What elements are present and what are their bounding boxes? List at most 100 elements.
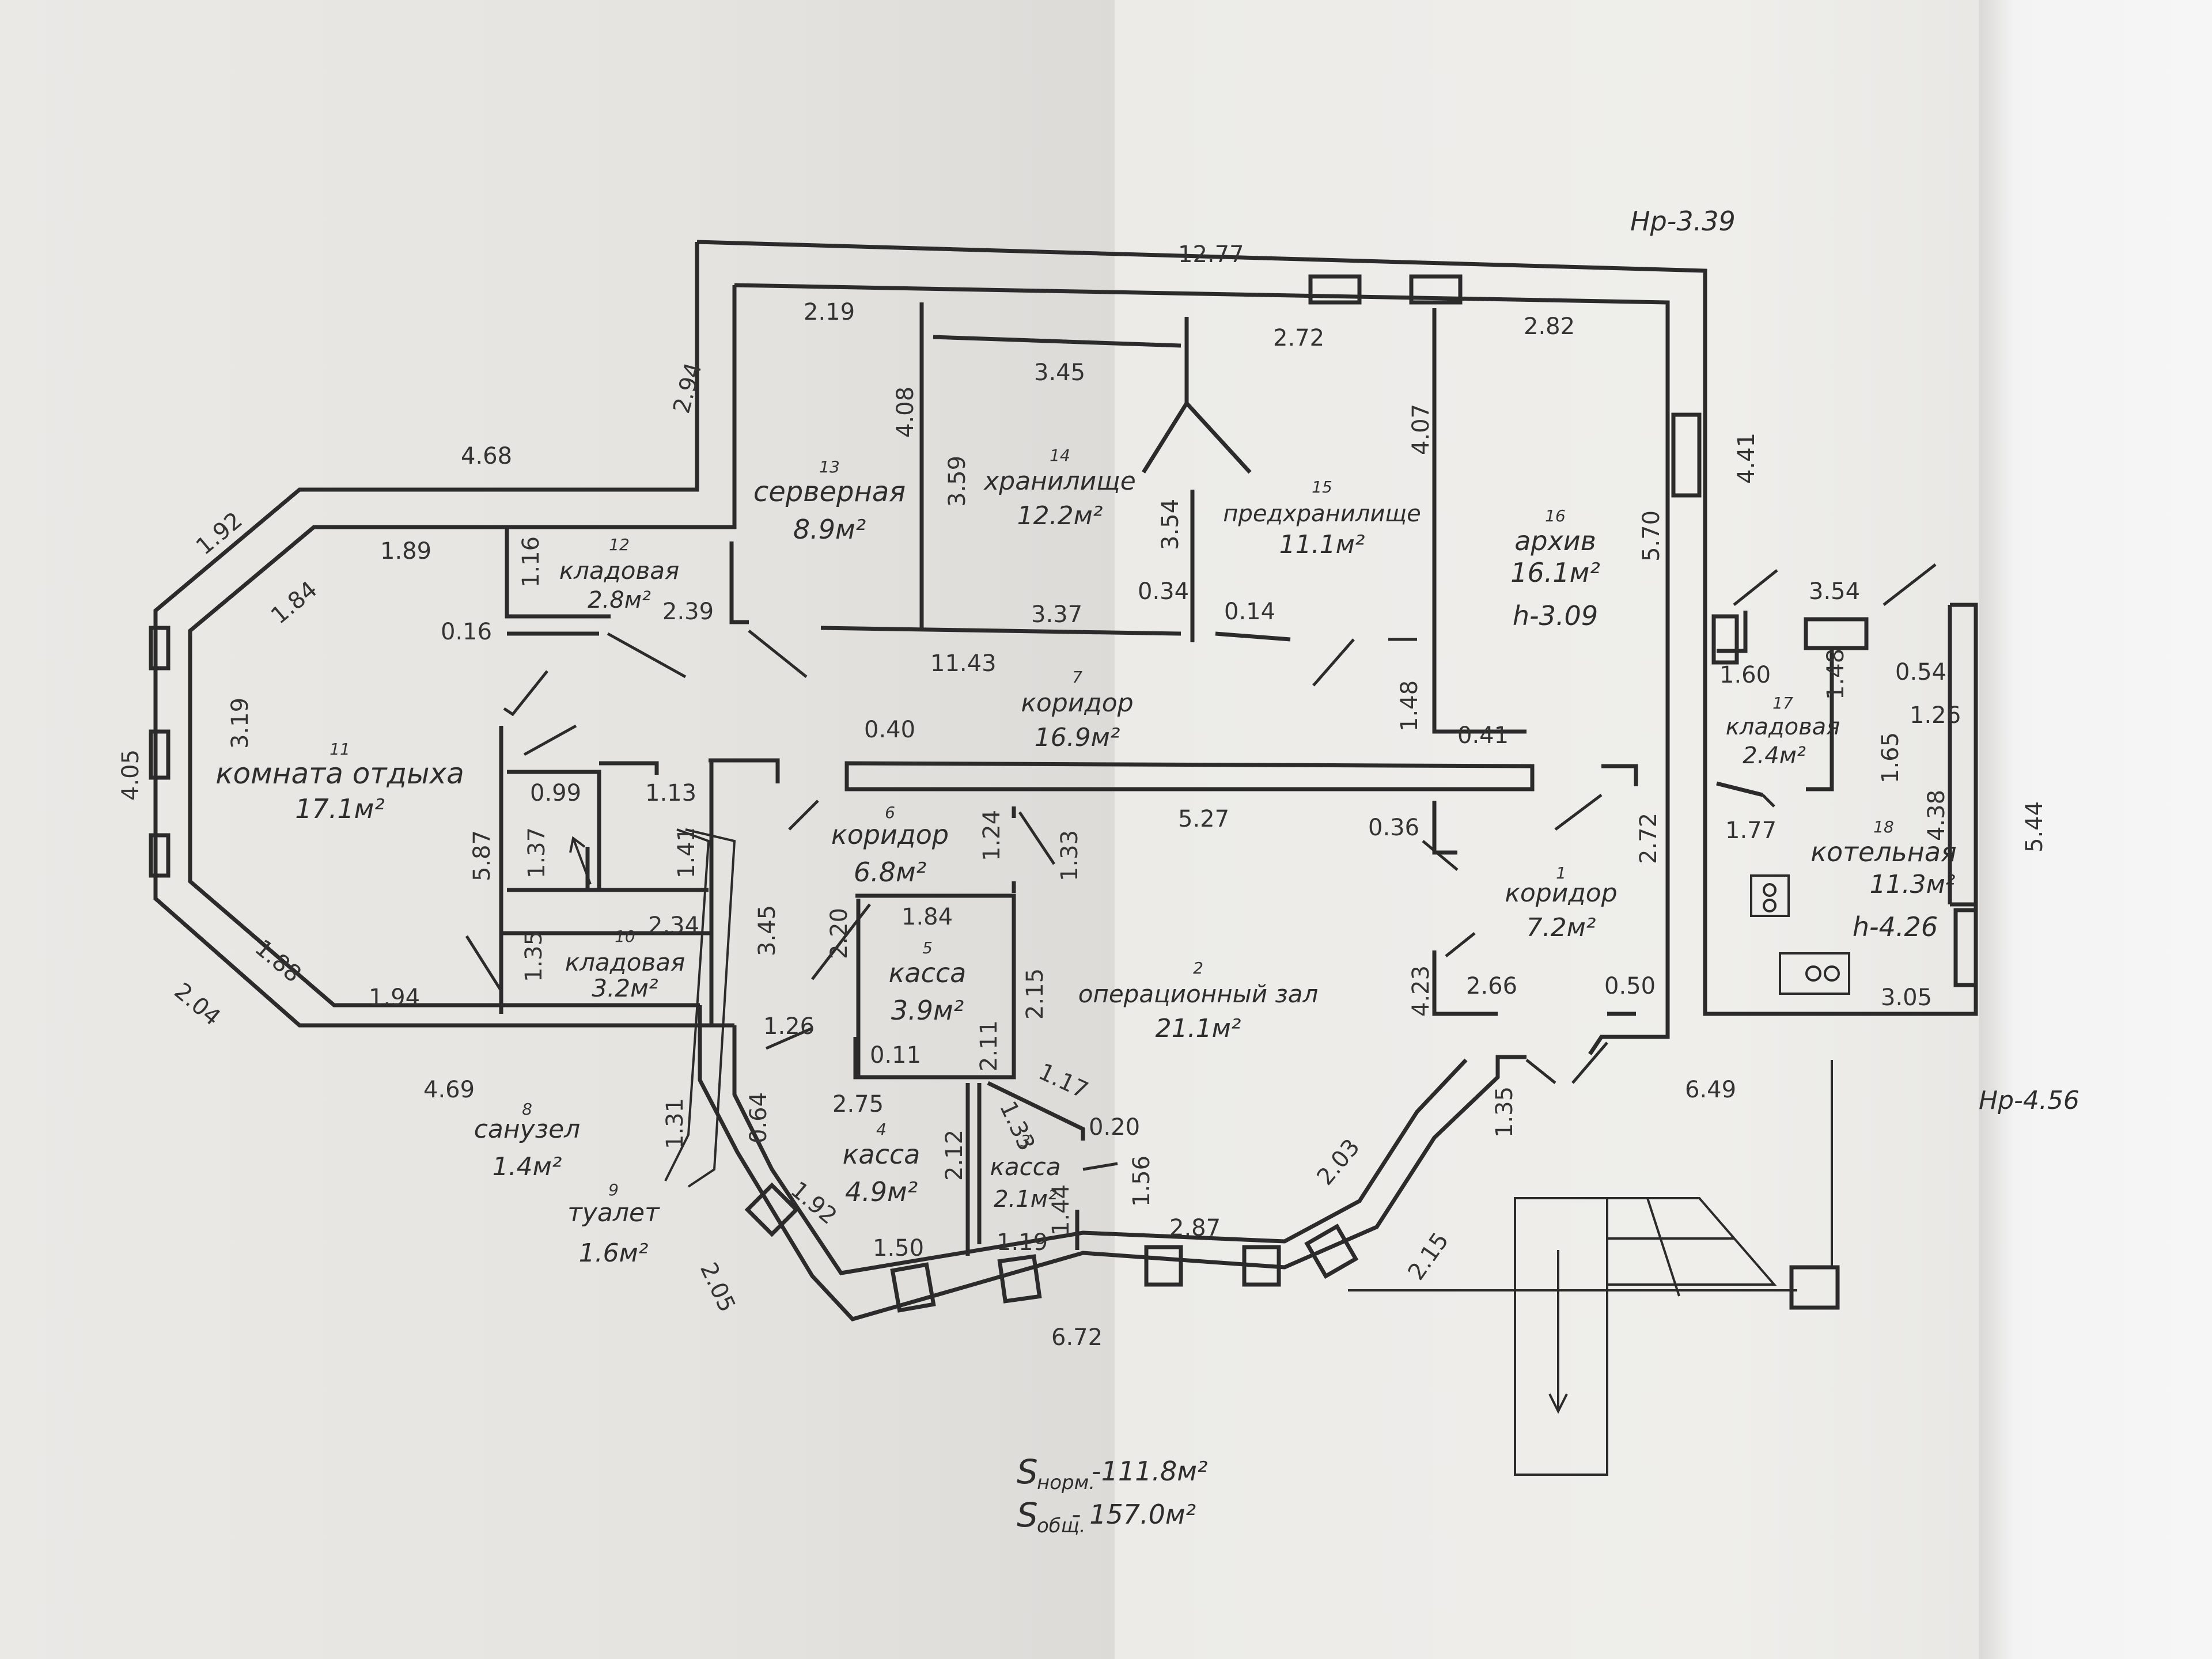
- dim-label: 0.41: [1457, 722, 1509, 749]
- dim-label: 4.68: [461, 443, 512, 469]
- room-9-number: 9: [608, 1180, 619, 1199]
- room-7-area: 16.9м²: [1035, 723, 1120, 752]
- room-7-number: 7: [1072, 668, 1082, 687]
- room-1-name: коридор: [1505, 878, 1617, 908]
- dim-label: 0.20: [1089, 1114, 1140, 1141]
- dim-label: 2.72: [1635, 813, 1662, 864]
- room-1-number: 1: [1556, 863, 1566, 882]
- dim-label: 3.54: [1157, 499, 1184, 550]
- dim-label: 5.70: [1638, 510, 1665, 562]
- dim-label: 6.49: [1685, 1077, 1736, 1103]
- dim-label: 2.15: [1403, 1228, 1455, 1285]
- dim-label: 1.44: [1048, 1184, 1074, 1236]
- dim-label: 1.65: [1877, 732, 1904, 783]
- dim-label: 2.94: [668, 360, 707, 416]
- paper-sheet-right: [1115, 0, 1979, 1659]
- room-18-number: 18: [1873, 817, 1894, 836]
- room-18-height: h-4.26: [1853, 911, 1938, 942]
- dim-label: 3.37: [1031, 601, 1082, 628]
- dim-label: 3.45: [754, 905, 781, 956]
- dim-label: 1.35: [1491, 1086, 1518, 1138]
- room-6-area: 6.8м²: [854, 857, 926, 888]
- dim-label: 1.17: [1035, 1058, 1092, 1104]
- room-8-number: 8: [522, 1100, 532, 1119]
- room-14-area: 12.2м²: [1017, 501, 1103, 531]
- room-10-area: 3.2м²: [592, 974, 658, 1002]
- dim-label: 2.15: [1022, 968, 1048, 1020]
- dim-label: 0.14: [1224, 599, 1275, 625]
- room-5-name: касса: [889, 957, 967, 988]
- dim-label: 1.84: [902, 904, 953, 930]
- level-top: Нр-3.39: [1630, 206, 1736, 237]
- room-2-number: 2: [1193, 959, 1203, 978]
- dim-label: 2.75: [832, 1091, 884, 1118]
- room-5-area: 3.9м²: [891, 995, 964, 1026]
- room-18-area: 11.3м²: [1870, 870, 1956, 899]
- dim-label: 5.44: [2021, 801, 2048, 853]
- room-16-name: архив: [1514, 525, 1596, 556]
- door-swings: [465, 563, 1937, 1171]
- room-5-number: 5: [922, 938, 933, 957]
- level-bottom: Нр-4.56: [1979, 1086, 2080, 1115]
- dim-label: 1.19: [997, 1229, 1048, 1256]
- dim-label: 3.45: [1034, 359, 1085, 386]
- room-13-name: серверная: [753, 476, 906, 508]
- dim-label: 3.54: [1809, 578, 1860, 605]
- paper-sheet-left: [0, 0, 1115, 1659]
- dim-label: 11.43: [930, 650, 997, 677]
- room-17-number: 17: [1772, 694, 1793, 713]
- dim-label: 1.26: [763, 1013, 815, 1040]
- room-17-name: кладовая: [1726, 714, 1840, 740]
- room-14-number: 14: [1050, 446, 1070, 465]
- paper-edge: [1979, 0, 2212, 1659]
- total-norm-value: -111.8м²: [1092, 1456, 1207, 1487]
- dim-label: 2.34: [648, 912, 699, 939]
- room-16-number: 16: [1545, 506, 1566, 525]
- dim-label: 1.56: [1128, 1156, 1155, 1207]
- area-totals: S норм. -111.8м² S общ. - 157.0м²: [1017, 1452, 1207, 1537]
- dim-label: 1.60: [1719, 662, 1771, 688]
- dim-label: 5.27: [1178, 806, 1229, 832]
- dim-label: 1.48: [1823, 649, 1849, 700]
- room-4-area: 4.9м²: [845, 1176, 918, 1207]
- dim-label: 12.77: [1178, 241, 1244, 268]
- dim-label: 2.20: [826, 908, 853, 959]
- room-6-number: 6: [885, 803, 895, 822]
- room-12-number: 12: [609, 535, 630, 554]
- room-8-area: 1.4м²: [493, 1152, 562, 1181]
- room-10-number: 10: [615, 927, 635, 946]
- dim-label: 4.41: [1733, 433, 1760, 484]
- total-all-symbol: S: [1017, 1495, 1038, 1535]
- dim-label: 1.24: [979, 810, 1005, 861]
- total-all-value: - 157.0м²: [1071, 1499, 1196, 1530]
- dim-label: 4.38: [1923, 790, 1950, 841]
- room-15-number: 15: [1312, 478, 1332, 497]
- dim-label: 1.92: [786, 1176, 842, 1229]
- dim-label: 2.39: [662, 599, 714, 625]
- dim-label: 3.05: [1881, 984, 1932, 1011]
- outer-walls: [149, 240, 1978, 1476]
- room-13-number: 13: [819, 457, 840, 476]
- dim-label: 4.08: [892, 387, 919, 438]
- dim-label: 0.99: [530, 780, 581, 806]
- room-2-area: 21.1м²: [1156, 1014, 1241, 1043]
- dim-label: 2.66: [1466, 973, 1517, 999]
- dim-label: 1.13: [645, 780, 696, 806]
- dim-label: 1.77: [1725, 817, 1777, 844]
- dim-label: 2.19: [804, 299, 855, 325]
- room-18-name: котельная: [1810, 836, 1956, 868]
- inner-walls: [499, 302, 1978, 1256]
- dim-label: 1.89: [380, 538, 431, 565]
- room-8-name: санузел: [474, 1115, 581, 1144]
- dim-label: 0.36: [1368, 815, 1419, 841]
- dim-label: 1.92: [191, 507, 248, 560]
- dim-label: 6.72: [1051, 1324, 1103, 1351]
- room-12-name: кладовая: [559, 556, 679, 585]
- room-2-name: операционный зал: [1078, 980, 1319, 1008]
- dim-label: 4.07: [1408, 404, 1434, 455]
- dim-label: 1.35: [521, 931, 547, 982]
- room-9-area: 1.6м²: [579, 1238, 649, 1268]
- room-1-area: 7.2м²: [1527, 913, 1596, 942]
- total-norm-symbol: S: [1017, 1452, 1038, 1491]
